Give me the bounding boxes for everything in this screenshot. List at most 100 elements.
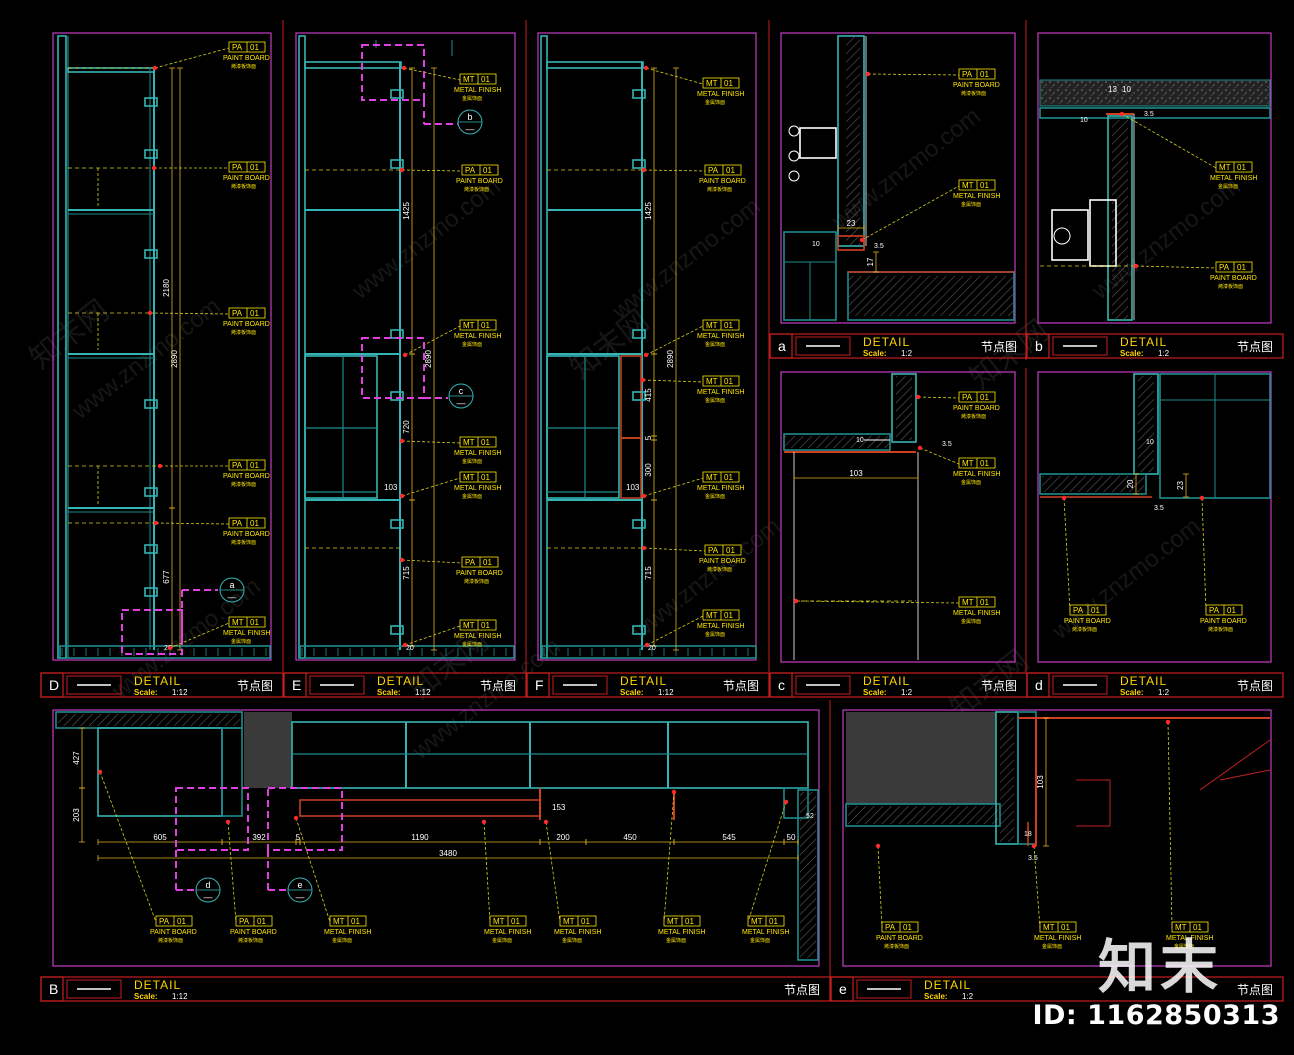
detail-reference-box <box>361 337 425 399</box>
detail-letter: d <box>1035 677 1043 693</box>
watermark-site: www.znzmo.com <box>606 193 765 326</box>
tag-label: METAL FINISH <box>742 929 789 936</box>
tag-label-cn: 金属饰面 <box>705 99 725 106</box>
hinge <box>144 587 158 597</box>
base-plinth <box>541 645 757 659</box>
leader-dot <box>1061 495 1067 501</box>
scale-value: 1:2 <box>1158 349 1170 358</box>
dimension-label: 3480 <box>439 849 457 858</box>
leader-line <box>1033 845 1041 929</box>
leader-dot <box>915 394 921 400</box>
tag-code: MT <box>706 473 718 482</box>
tag-number: 01 <box>250 461 259 470</box>
tag-label-cn: 烤漆板饰面 <box>707 186 732 193</box>
tag-label: METAL FINISH <box>454 87 501 94</box>
tag-label-cn: 金属饰面 <box>562 937 582 944</box>
leader-line <box>154 47 230 69</box>
tag-code: PA <box>1219 263 1230 272</box>
tag-number: 01 <box>903 923 912 932</box>
hinge <box>390 89 404 99</box>
tag-code: MT <box>706 377 718 386</box>
dimension-label: 13 <box>1108 85 1117 94</box>
dimension-label: 23 <box>847 219 856 228</box>
detail-chinese-title: 节点图 <box>981 340 1017 354</box>
detail-letter: E <box>292 677 301 693</box>
dimension-label: 1425 <box>644 202 653 220</box>
tag-label: METAL FINISH <box>697 333 744 340</box>
dimension-label: 18 <box>1024 831 1032 838</box>
column-fill <box>846 712 996 804</box>
hinge <box>144 249 158 259</box>
leader-dot <box>793 598 799 604</box>
scale-value: 1:2 <box>901 349 913 358</box>
tag-label: PAINT BOARD <box>953 405 1000 412</box>
title-ref-box <box>66 675 122 695</box>
tag-number: 01 <box>351 917 360 926</box>
tag-code: PA <box>708 166 719 175</box>
leader-dot <box>643 65 649 71</box>
hinge <box>632 519 646 529</box>
leader-line <box>645 325 704 356</box>
tag-code: MT <box>962 181 974 190</box>
break-line <box>1199 739 1271 791</box>
detail-letter: c <box>778 677 785 693</box>
tag-label-cn: 烤漆板饰面 <box>231 481 256 488</box>
leader-dot <box>1133 263 1139 269</box>
scale-value: 1:12 <box>415 688 431 697</box>
tag-number: 01 <box>1193 923 1202 932</box>
title-ref-box <box>66 979 122 999</box>
tag-code: PA <box>962 70 973 79</box>
dimension-label: 200 <box>556 833 570 842</box>
dimension-label: 677 <box>162 570 171 584</box>
dimension-label: 50 <box>787 833 796 842</box>
dimension-label: 3.5 <box>874 243 884 250</box>
leader-line <box>1201 497 1207 612</box>
tag-label: METAL FINISH <box>454 450 501 457</box>
tag-number: 01 <box>980 393 989 402</box>
title-ref-box <box>856 979 912 999</box>
dimension-layer: 2890218067720289014257207151032028901425… <box>68 67 1189 862</box>
detail-chinese-title: 节点图 <box>237 679 273 693</box>
leader-dot <box>157 463 163 469</box>
tag-code: MT <box>232 618 244 627</box>
tag-number: 01 <box>980 459 989 468</box>
tag-label-cn: 烤漆板饰面 <box>238 937 263 944</box>
tag-number: 01 <box>250 43 259 52</box>
tag-label-cn: 金属饰面 <box>705 397 725 404</box>
dimension-label: 10 <box>1122 85 1131 94</box>
title-ref-box <box>1052 675 1108 695</box>
dimension-label: 715 <box>402 566 411 580</box>
structure-geometry <box>55 35 1271 961</box>
tag-label-cn: 金属饰面 <box>961 618 981 625</box>
dimension-label: 1190 <box>411 833 429 842</box>
detail-title: DETAIL <box>620 674 667 688</box>
ceiling-board <box>1039 107 1271 119</box>
panel-frame-a <box>780 32 1016 324</box>
leader-line <box>747 801 787 923</box>
dimension-label: 2890 <box>424 350 433 368</box>
scale-value: 1:2 <box>962 992 974 1001</box>
leader-dot <box>1165 719 1171 725</box>
title-letter-box <box>40 976 64 1002</box>
dimension-label: 450 <box>623 833 637 842</box>
cabinet-top <box>1039 473 1147 495</box>
callout-letter: a <box>229 580 234 590</box>
dimension-label: 103 <box>1036 775 1045 789</box>
callout-letter: c <box>459 386 464 396</box>
tag-number: 01 <box>481 75 490 84</box>
dimension-label: 1425 <box>402 202 411 220</box>
hinge <box>632 329 646 339</box>
panel-frame-E <box>295 32 516 661</box>
tag-label: PAINT BOARD <box>699 558 746 565</box>
tag-label-cn: 金属饰面 <box>1174 943 1194 950</box>
scale-label: Scale: <box>924 992 948 1001</box>
leader-line <box>401 440 461 444</box>
leader-line <box>401 169 463 172</box>
tag-label-cn: 金属饰面 <box>462 458 482 465</box>
leader-line <box>401 559 463 564</box>
tag-code: PA <box>232 163 243 172</box>
dimension-label: 415 <box>644 388 653 402</box>
leader-line <box>155 522 230 525</box>
callout-sheet: — <box>296 892 305 902</box>
